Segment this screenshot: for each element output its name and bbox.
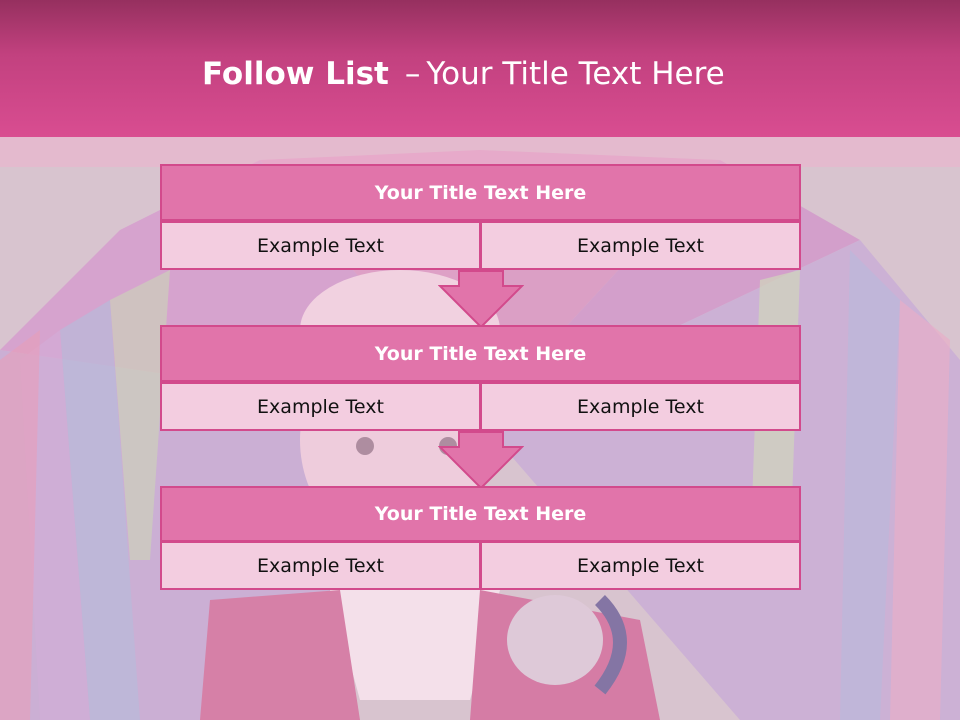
block-title: Your Title Text Here (160, 164, 801, 221)
block-cell-left: Example Text (160, 382, 481, 431)
block-cell-left: Example Text (160, 541, 481, 590)
block-cell-right: Example Text (480, 221, 801, 270)
title-dash: – (404, 56, 421, 92)
header-strip (0, 137, 960, 167)
block-cell-right: Example Text (480, 541, 801, 590)
slide-title: Follow List–Your Title Text Here (0, 56, 960, 92)
block-cell-left: Example Text (160, 221, 481, 270)
list-block-3: Your Title Text Here Example Text Exampl… (160, 486, 801, 592)
down-arrow-icon (438, 431, 524, 489)
block-title: Your Title Text Here (160, 325, 801, 382)
block-title: Your Title Text Here (160, 486, 801, 542)
block-cell-right: Example Text (480, 382, 801, 431)
list-block-1: Your Title Text Here Example Text Exampl… (160, 164, 801, 272)
header-bar (0, 0, 960, 137)
title-rest: Your Title Text Here (426, 56, 725, 92)
list-block-2: Your Title Text Here Example Text Exampl… (160, 325, 801, 433)
down-arrow-icon (438, 270, 524, 328)
title-bold: Follow List (202, 56, 389, 92)
